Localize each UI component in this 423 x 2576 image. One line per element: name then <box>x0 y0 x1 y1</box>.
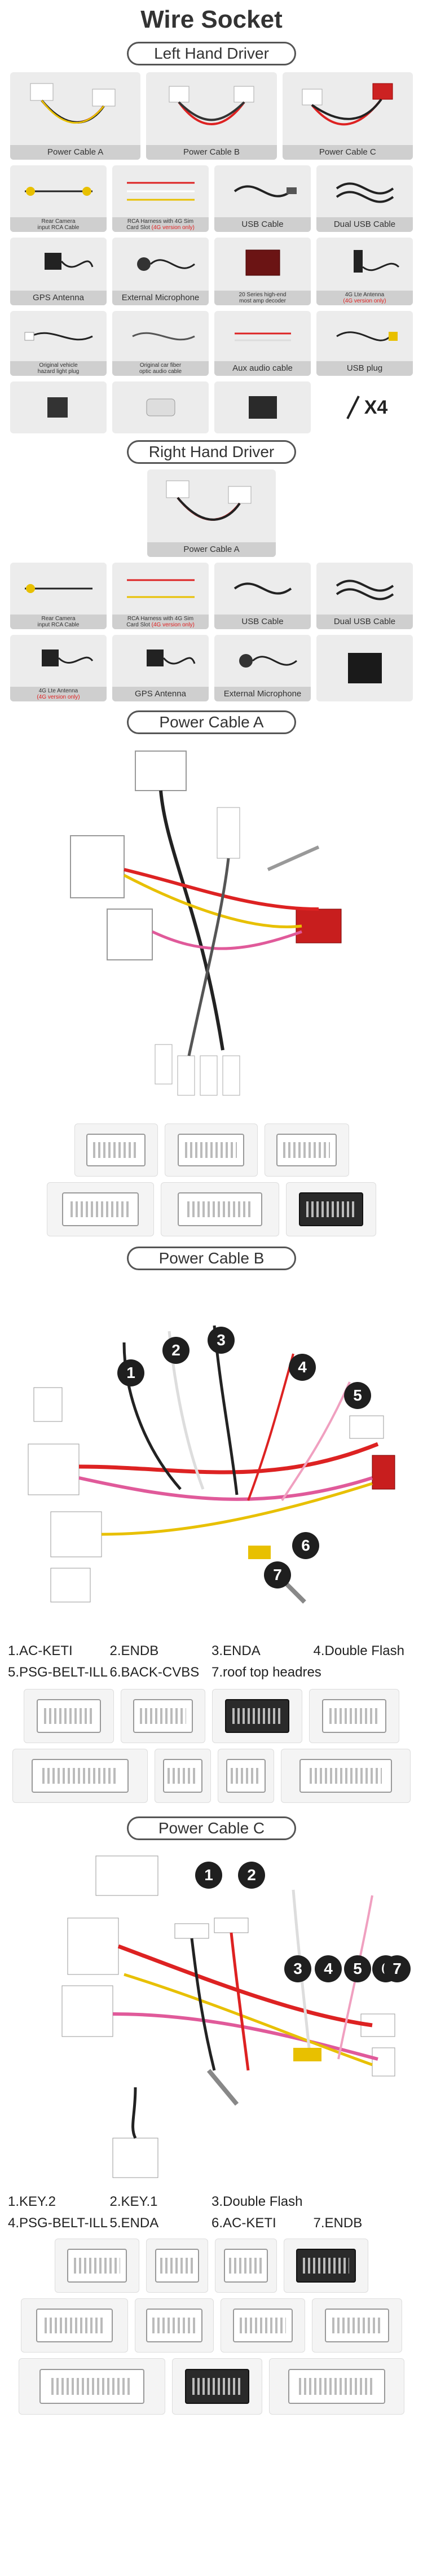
rhd-usb-cable: USB Cable <box>214 563 311 629</box>
cable-c-connector-row-3 <box>0 2358 423 2415</box>
section-right-hand-driver: Right Hand Driver <box>127 440 296 464</box>
lhd-4g-antenna: 4G Lte Antenna(4G version only) <box>316 238 413 305</box>
connector-photo <box>12 1749 148 1803</box>
power-cable-c-photo: 1 2 3 4 5 6 7 <box>11 1845 412 2189</box>
lhd-screws: X4 <box>316 381 413 433</box>
connector-photo <box>74 1124 158 1177</box>
connector-photo <box>135 2298 214 2353</box>
connector-photo <box>155 1749 211 1803</box>
cable-b-marker-2: 2 <box>162 1337 190 1364</box>
lhd-relay-module <box>10 381 107 433</box>
connector-photo <box>121 1689 205 1743</box>
rhd-accessory-row-2: 4G Lte Antenna(4G version only) GPS Ante… <box>0 635 423 701</box>
connector-photo <box>172 2358 262 2415</box>
power-cable-a-photo <box>54 740 369 1118</box>
connector-photo <box>312 2298 402 2353</box>
rhd-power-row: Power Cable A <box>0 469 423 557</box>
cable-c-connector-row-2 <box>0 2298 423 2353</box>
power-cable-b-photo: 1 2 3 4 5 6 7 <box>11 1275 412 1636</box>
section-power-cable-b: Power Cable B <box>127 1247 296 1270</box>
lhd-card <box>214 381 311 433</box>
connector-photo <box>24 1689 114 1743</box>
caption: Power Cable C <box>282 145 413 160</box>
rhd-dual-usb-cable: Dual USB Cable <box>316 563 413 629</box>
rhd-black-card <box>316 635 413 701</box>
connector-photo <box>269 2358 404 2415</box>
connector-photo <box>55 2239 139 2293</box>
cable-b-connector-row-2 <box>0 1749 423 1803</box>
rhd-external-microphone: External Microphone <box>214 635 311 701</box>
rhd-power-cable-a: Power Cable A <box>147 469 276 557</box>
cable-c-connector-row-1 <box>0 2239 423 2293</box>
lhd-power-grid: Power Cable A Power Cable B Power Cable … <box>0 72 423 160</box>
cable-c-marker-1: 1 <box>195 1862 222 1889</box>
lhd-usb-cable: USB Cable <box>214 165 311 232</box>
connector-photo <box>21 2298 128 2353</box>
cable-b-marker-7: 7 <box>264 1561 291 1588</box>
cable-b-marker-3: 3 <box>208 1327 235 1354</box>
connector-photo <box>161 1182 279 1236</box>
cable-b-marker-1: 1 <box>117 1359 144 1386</box>
connector-photo <box>212 1689 302 1743</box>
cable-b-marker-5: 5 <box>344 1382 371 1409</box>
section-power-cable-c: Power Cable C <box>127 1816 296 1840</box>
lhd-mic-clip <box>112 381 209 433</box>
rhd-4g-antenna: 4G Lte Antenna(4G version only) <box>10 635 107 701</box>
connector-photo <box>309 1689 399 1743</box>
lhd-aux-audio-cable: Aux audio cable <box>214 311 311 376</box>
lhd-dual-usb-cable: Dual USB Cable <box>316 165 413 232</box>
cable-b-legend: 1.AC-KETI 2.ENDB 3.ENDA 4.Double Flash 5… <box>8 1643 404 1680</box>
cable-c-legend: 1.KEY.2 2.KEY.1 3.Double Flash 4.PSG-BEL… <box>8 2194 363 2231</box>
connector-photo <box>284 2239 368 2293</box>
connector-photo <box>281 1749 411 1803</box>
lhd-gps-antenna: GPS Antenna <box>10 238 107 305</box>
section-left-hand-driver: Left Hand Driver <box>127 42 296 65</box>
lhd-accessory-row-4: X4 <box>0 381 423 433</box>
connector-photo <box>221 2298 305 2353</box>
page-title: Wire Socket <box>140 6 283 33</box>
rhd-gps-antenna: GPS Antenna <box>112 635 209 701</box>
connector-photo <box>215 2239 277 2293</box>
cable-c-marker-2: 2 <box>238 1862 265 1889</box>
caption: Power Cable A <box>10 145 141 160</box>
cable-a-connector-row-2 <box>0 1182 423 1236</box>
lhd-power-cable-b: Power Cable B <box>146 72 277 160</box>
cable-c-marker-3: 3 <box>284 1955 311 1982</box>
lhd-external-microphone: External Microphone <box>112 238 209 305</box>
connector-photo <box>286 1182 376 1236</box>
lhd-power-cable-c: Power Cable C <box>282 72 413 160</box>
caption: Power Cable B <box>146 145 277 160</box>
cable-b-connector-row-1 <box>0 1689 423 1743</box>
cable-b-marker-6: 6 <box>292 1532 319 1559</box>
lhd-accessory-row-2: GPS Antenna External Microphone 20 Serie… <box>0 238 423 305</box>
connector-photo <box>146 2239 208 2293</box>
lhd-usb-plug: USB plug <box>316 311 413 376</box>
x4-label: X4 <box>364 396 388 418</box>
connector-photo <box>218 1749 274 1803</box>
lhd-power-cable-a: Power Cable A <box>10 72 141 160</box>
cable-c-marker-4: 4 <box>315 1955 342 1982</box>
section-power-cable-a: Power Cable A <box>127 710 296 734</box>
cable-c-marker-5: 5 <box>344 1955 371 1982</box>
connector-photo <box>47 1182 154 1236</box>
cable-a-connector-row-1 <box>0 1124 423 1177</box>
cable-b-marker-4: 4 <box>289 1354 316 1381</box>
connector-photo <box>19 2358 165 2415</box>
connector-photo <box>164 1124 258 1177</box>
connector-photo <box>264 1124 349 1177</box>
cable-c-marker-7: 7 <box>384 1955 411 1982</box>
